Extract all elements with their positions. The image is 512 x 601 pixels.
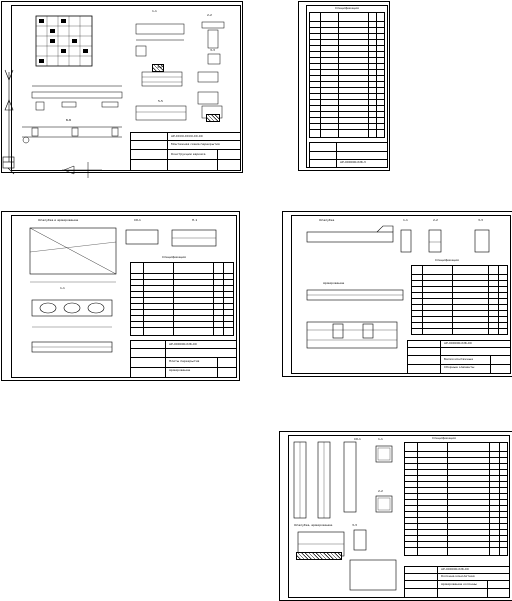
title-line: Колонна монолитная [441,574,475,578]
drawing-code: АР-000000-КЖ-3 [340,160,366,164]
section-label: 2-2 [378,489,383,493]
section-label: Б-Б [66,118,72,122]
section-label: Опалубка, армирование [294,523,333,527]
title-line: Конструкции каркаса [171,152,206,156]
section-label: Опалубка [319,218,335,222]
hatched-element [152,64,164,72]
title-block: АР-000000-КЖ-3 [309,142,388,168]
section-label: 3-3 [352,523,357,527]
hatched-element [296,552,342,560]
floor-plan-drawing [2,15,225,178]
title-line: Сборные элементы [444,365,475,369]
drawing-sheet-4[interactable]: Опалубка 1-1 2-2 3-3 Армирование Специфи… [282,211,512,377]
spec-title: Спецификация [435,258,459,262]
title-line: Балки монтажные [444,357,474,361]
title-line: Армирование [169,368,191,372]
section-label: 3-3 [478,218,483,222]
column-drawing [293,441,397,591]
beam-drawing [306,225,490,349]
drawing-code: АР-000000-КЖ-00 [441,567,469,571]
title-block: АР-000000-КЖ-00 Балки монтажные Сборные … [407,340,511,374]
spec-title: Спецификация [432,436,456,440]
section-label: 4-4 [157,65,162,69]
spec-table [411,265,508,335]
drawing-code: АР-000000-КЖ-00 [444,341,472,345]
title-block: АР-000000-КЖ-00 Плиты перекрытия Армиров… [130,340,237,378]
spec-table [309,12,385,138]
slab-reinforcement-drawing [29,227,217,353]
section-label: 1-1 [60,286,65,290]
sheet-5-frame [288,435,510,598]
sheet-3-frame [11,215,237,378]
drawing-code: АР-000000-КЖ-00 [169,342,197,346]
spec-table [130,262,234,336]
spec-title: Спецификация [335,6,359,10]
hatched-element [206,114,220,122]
sheet-1-frame [11,5,241,171]
sheet-4-frame [291,215,511,374]
section-label: 1-1 [152,9,157,13]
section-label: Опалубка и армирование [38,218,79,222]
drawing-sheet-1[interactable]: 1-1 2-2 3-3 4-4 5-5 Б-Б AP-XXXX-XXXX-XX-… [1,1,243,178]
section-label: 2-2 [207,13,212,17]
drawing-sheet-2[interactable]: Спецификация АР-000000-КЖ-3 [298,1,390,171]
section-label: П-1 [192,218,198,222]
drawing-sheet-3[interactable]: Опалубка и армирование Сб-1 П-1 1-1 Спец… [1,211,240,381]
spec-table [404,442,508,556]
section-label: 1-1 [403,218,408,222]
title-block: АР-000000-КЖ-00 Колонна монолитная Армир… [404,566,510,598]
section-label: 2-2 [433,218,438,222]
drawing-code: AP-XXXX-XXXX-XX-00 [171,134,203,138]
title-line: Плиты перекрытия [169,359,200,363]
title-line: Монтажная схема перекрытия [171,142,220,146]
section-label: Сб-1 [354,437,361,441]
section-label: Сб-1 [134,218,141,222]
spec-title: Спецификация [162,255,186,259]
section-label: 1-1 [378,437,383,441]
section-label: Армирование [323,281,345,285]
section-label: 3-3 [210,48,215,52]
title-block: AP-XXXX-XXXX-XX-00 Монтажная схема перек… [130,132,241,171]
section-label: 5-5 [158,99,163,103]
title-line: Армирование колонны [441,582,477,586]
drawing-sheet-5[interactable]: Сб-1 1-1 2-2 3-3 Опалубка, армирование С… [279,431,512,601]
